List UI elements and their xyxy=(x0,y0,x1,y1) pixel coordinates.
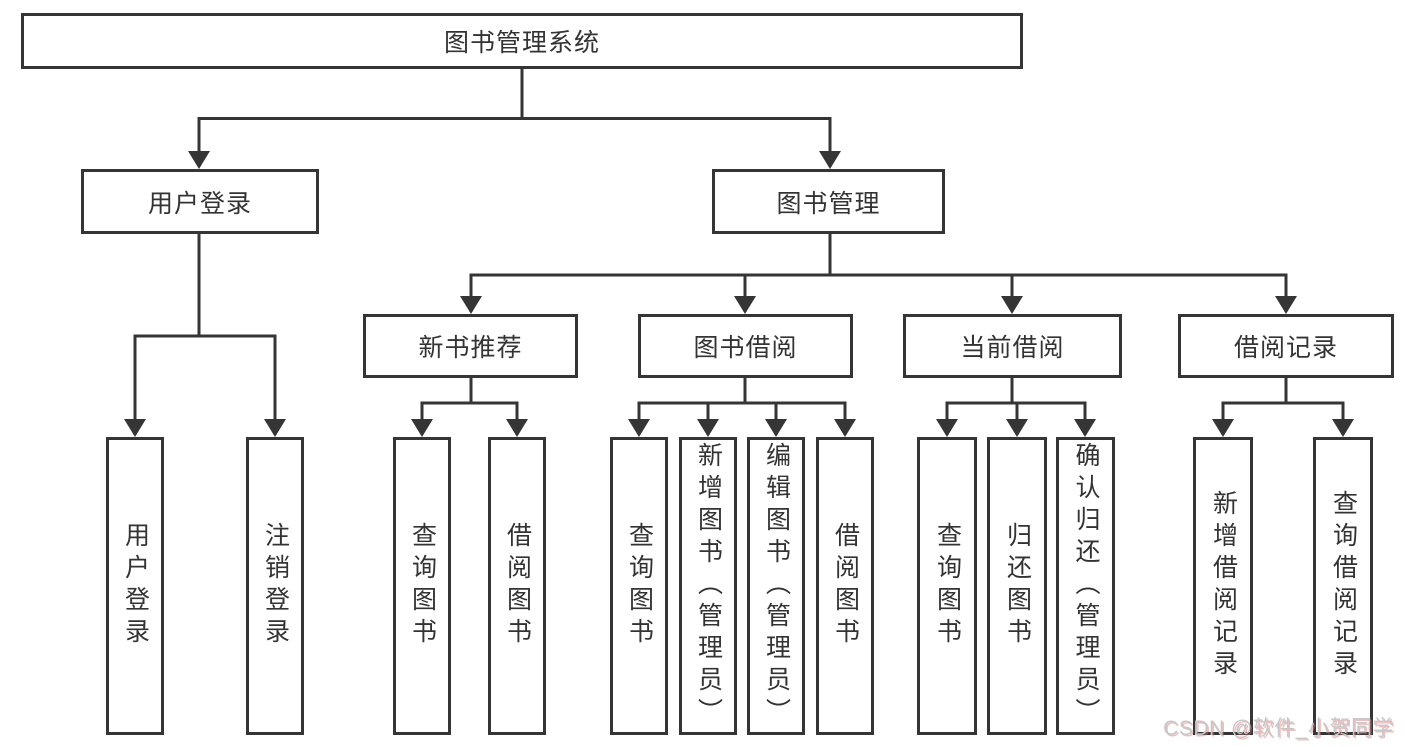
leaf-add-borrow-record: 新增借阅记录 xyxy=(1193,437,1253,735)
node-label: 图书管理 xyxy=(776,189,881,218)
node-label: 新增图书（管理员） xyxy=(694,442,723,730)
node-label: 归还图书 xyxy=(1003,522,1032,650)
node-label: 查询借阅记录 xyxy=(1329,490,1358,682)
node-book-borrowing: 图书借阅 xyxy=(638,314,853,378)
leaf-confirm-return-admin: 确认归还（管理员） xyxy=(1056,437,1115,735)
node-label: 用户登录 xyxy=(121,522,150,650)
node-label: 图书管理系统 xyxy=(443,29,600,57)
node-borrow-records: 借阅记录 xyxy=(1178,314,1394,378)
csdn-watermark: CSDN @软件_小贺同学 xyxy=(1163,717,1394,740)
leaf-query-books-borrowing: 查询图书 xyxy=(610,437,668,735)
node-label: 注销登录 xyxy=(261,522,290,650)
node-label: 查询图书 xyxy=(625,522,654,650)
node-label: 确认归还（管理员） xyxy=(1072,442,1100,730)
node-label: 图书借阅 xyxy=(693,334,798,362)
leaf-borrow-books-recommend: 借阅图书 xyxy=(488,437,546,735)
leaf-edit-book-admin: 编辑图书（管理员） xyxy=(747,437,805,735)
node-label: 借阅记录 xyxy=(1233,334,1338,362)
node-label: 编辑图书（管理员） xyxy=(762,442,791,730)
leaf-return-book: 归还图书 xyxy=(987,437,1047,735)
node-label: 查询图书 xyxy=(408,522,437,650)
node-label: 当前借阅 xyxy=(960,334,1065,362)
node-label: 查询图书 xyxy=(933,522,962,650)
leaf-logout: 注销登录 xyxy=(246,437,304,735)
node-current-borrowing: 当前借阅 xyxy=(903,314,1122,378)
node-book-management: 图书管理 xyxy=(712,169,945,234)
node-user-login: 用户登录 xyxy=(81,169,319,234)
node-label: 借阅图书 xyxy=(831,522,860,650)
node-label: 新增借阅记录 xyxy=(1209,490,1238,682)
node-root: 图书管理系统 xyxy=(21,13,1023,69)
node-label: 用户登录 xyxy=(147,189,252,218)
leaf-user-login: 用户登录 xyxy=(106,437,164,735)
leaf-query-books-current: 查询图书 xyxy=(917,437,977,735)
node-new-book-recommend: 新书推荐 xyxy=(363,314,578,378)
leaf-query-books-recommend: 查询图书 xyxy=(393,437,451,735)
node-label: 借阅图书 xyxy=(503,522,532,650)
leaf-borrow-books-borrowing: 借阅图书 xyxy=(816,437,874,735)
node-label: 新书推荐 xyxy=(418,334,523,362)
leaf-query-borrow-record: 查询借阅记录 xyxy=(1313,437,1373,735)
leaf-add-book-admin: 新增图书（管理员） xyxy=(679,437,737,735)
